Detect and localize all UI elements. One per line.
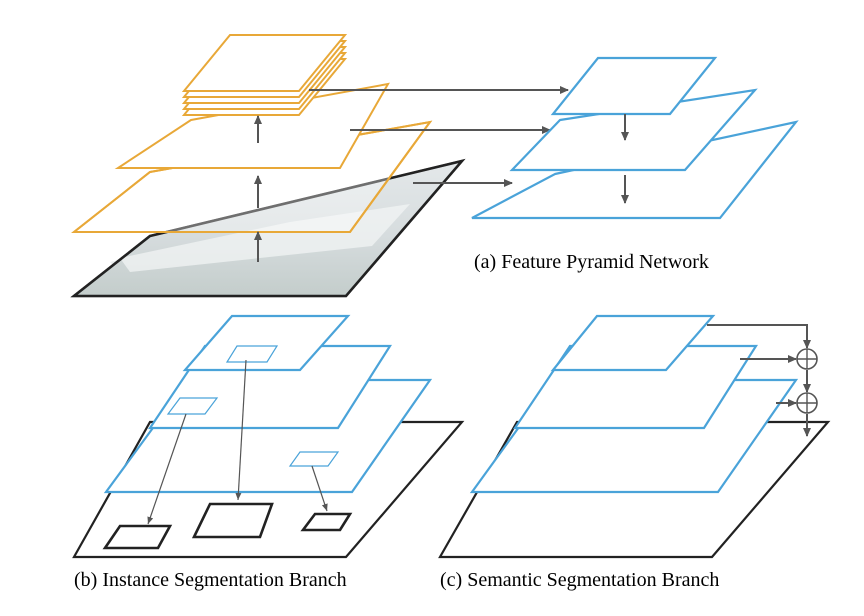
mask-output-center: [191, 502, 274, 539]
mask-output-left: [102, 524, 173, 550]
fpn-level-p4: [550, 56, 718, 116]
sum-node-2: [796, 392, 818, 414]
caption-fpn: (a) Feature Pyramid Network: [474, 251, 709, 273]
caption-instance: (b) Instance Segmentation Branch: [74, 569, 347, 591]
fpn-panel: (a) Feature Pyramid Network: [70, 34, 799, 298]
fpn-level-p3: [509, 88, 758, 172]
input-image: [70, 158, 466, 298]
roi-arrow-mid: [147, 413, 187, 525]
backbone-stage-2: [114, 82, 390, 169]
roi-box-right: [288, 451, 340, 467]
merge-arrow-top: [707, 324, 811, 349]
roi-box-top: [225, 345, 279, 363]
semantic-branch-panel: (c) Semantic Segmentation Branch: [438, 314, 831, 591]
caption-semantic: (c) Semantic Segmentation Branch: [440, 569, 719, 591]
semantic-fpn-level-3: [550, 314, 716, 372]
instance-fpn-level-3: [182, 314, 351, 372]
instance-branch-panel: (b) Instance Segmentation Branch: [72, 314, 465, 591]
mask-output-right: [300, 512, 353, 532]
sum-node-1: [796, 348, 818, 370]
roi-box-mid: [166, 397, 219, 415]
roi-arrow-right: [311, 465, 328, 512]
roi-arrow-top: [235, 359, 247, 501]
backbone-stage-3-stack: [181, 34, 348, 116]
